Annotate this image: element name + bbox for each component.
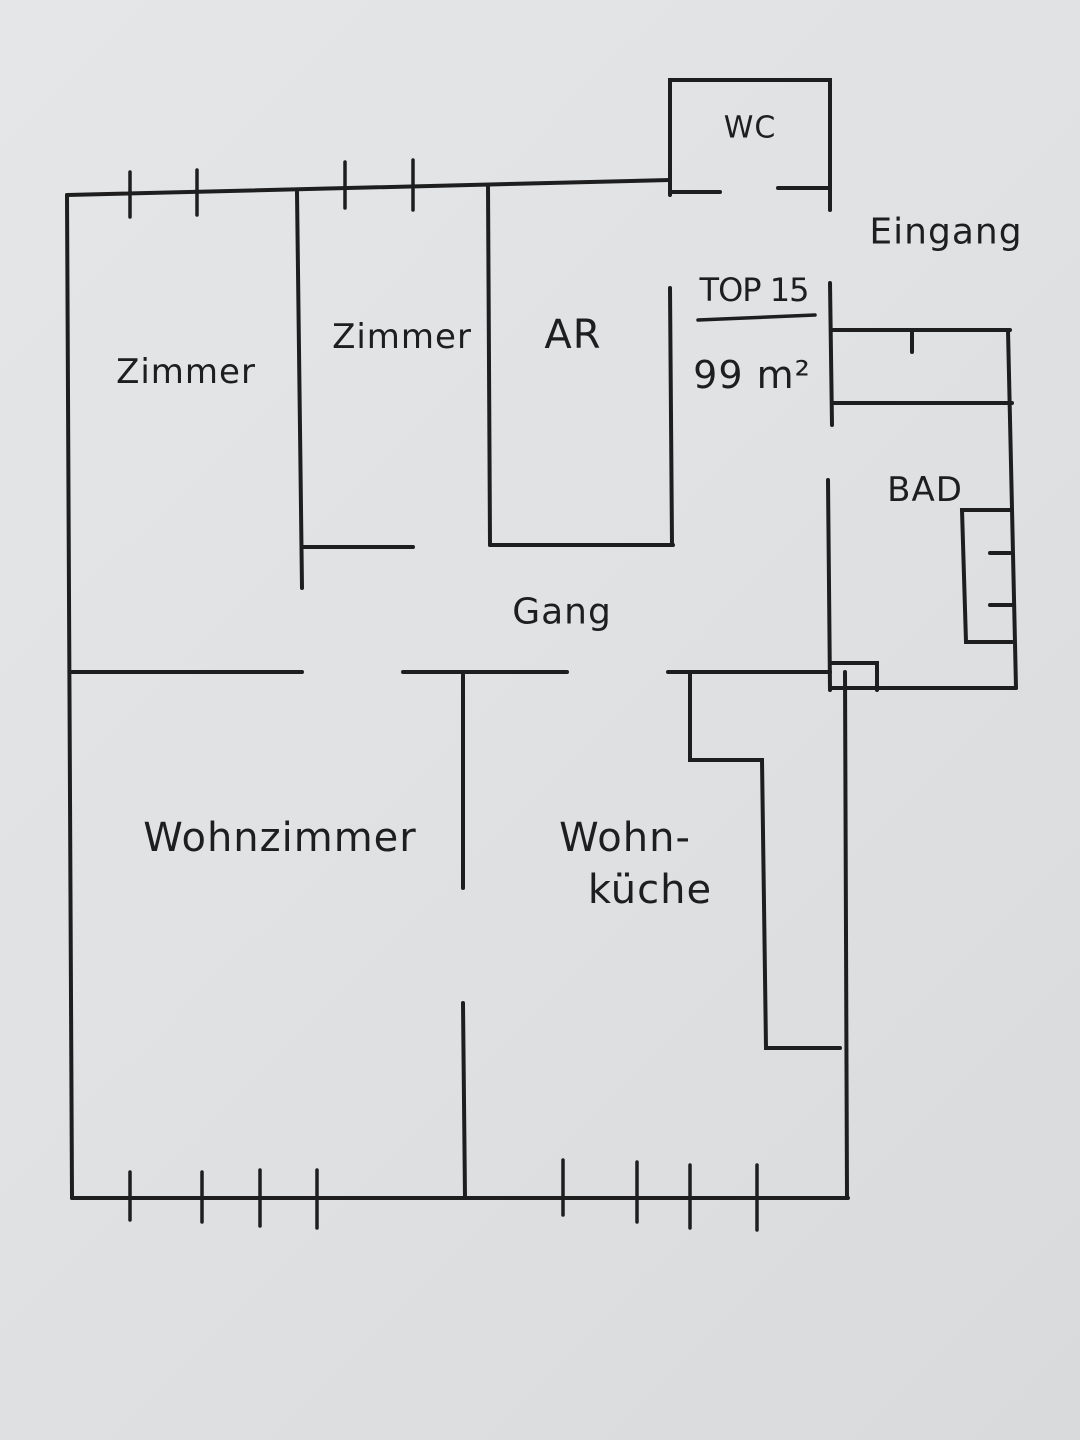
- wc-wall: [668, 78, 832, 212]
- outer-wall-left: [65, 193, 74, 1200]
- ar-wall-right: [668, 286, 674, 547]
- label-bad: BAD: [887, 470, 963, 510]
- label-wohnkueche-2: küche: [587, 867, 713, 913]
- zimmer1-wall-right: [295, 190, 304, 590]
- label-entrance: Eingang: [869, 211, 1023, 253]
- windows: [128, 158, 759, 1232]
- divider-lower: [461, 1001, 467, 1200]
- ar-wall-left: [486, 183, 492, 547]
- bad-wall-left: [826, 478, 832, 692]
- label-area: 99 m²: [693, 353, 811, 397]
- bad-wall-right: [1006, 328, 1018, 690]
- outer-wall-right: [843, 670, 849, 1200]
- bathtub: [959, 508, 1014, 644]
- label-ar: AR: [544, 312, 602, 358]
- outer-wall-top: [65, 178, 672, 197]
- label-zimmer-2: Zimmer: [332, 317, 472, 357]
- bad-small-box: [830, 661, 879, 692]
- label-unit: TOP 15: [699, 271, 810, 309]
- label-wohnzimmer: Wohnzimmer: [143, 815, 417, 861]
- label-wohnkueche-1: Wohn-: [559, 815, 691, 861]
- label-wc: WC: [723, 110, 777, 146]
- unit-label-underline: [696, 313, 817, 322]
- label-zimmer-1: Zimmer: [116, 352, 256, 392]
- kitchen-counter: [688, 670, 842, 1050]
- label-gang: Gang: [512, 591, 612, 633]
